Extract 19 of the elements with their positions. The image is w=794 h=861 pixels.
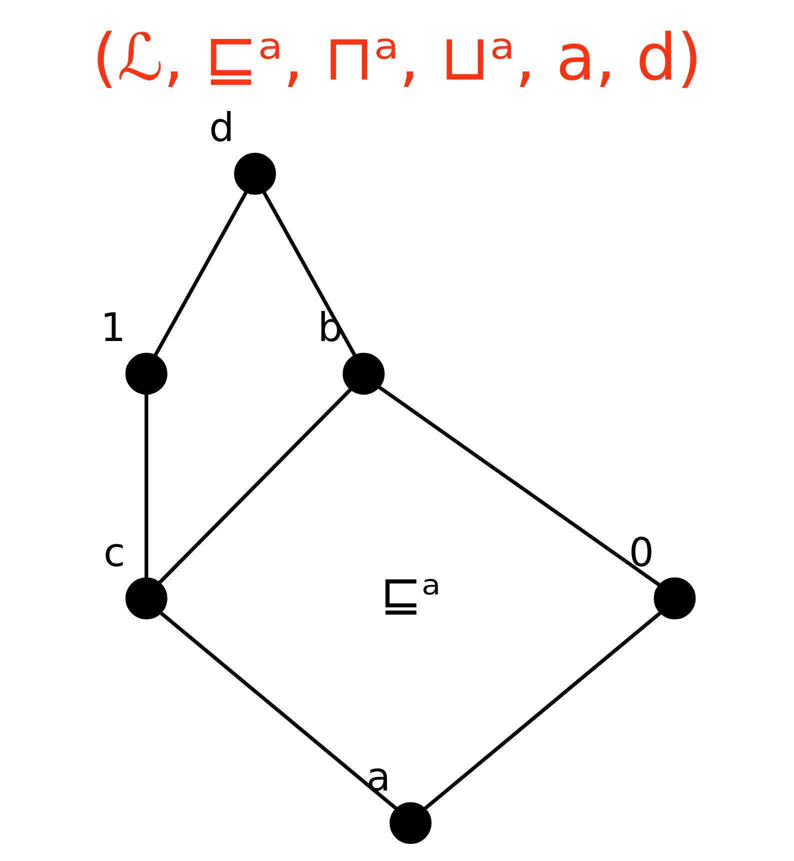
node-circle: [234, 152, 276, 195]
node-circle: [390, 802, 432, 844]
node-label: 1: [100, 305, 126, 352]
connector: [378, 385, 660, 586]
label: ⊑ᵃ: [380, 564, 441, 623]
connector: [144, 394, 148, 578]
connector: [158, 388, 352, 584]
connector: [154, 191, 248, 357]
diagram-title: (ℒ, ⊑ᵃ, ⊓ᵃ, ⊔ᵃ, a, d): [92, 20, 702, 96]
node-label: c: [103, 530, 126, 576]
node-label: 0: [628, 530, 654, 576]
node-circle: [654, 577, 696, 620]
node-label: d: [209, 105, 234, 152]
connector: [159, 611, 398, 810]
node-circle: [125, 352, 168, 395]
connector: [424, 611, 662, 810]
node-circle: [342, 352, 385, 395]
node-circle: [125, 577, 168, 620]
connector: [262, 191, 357, 357]
